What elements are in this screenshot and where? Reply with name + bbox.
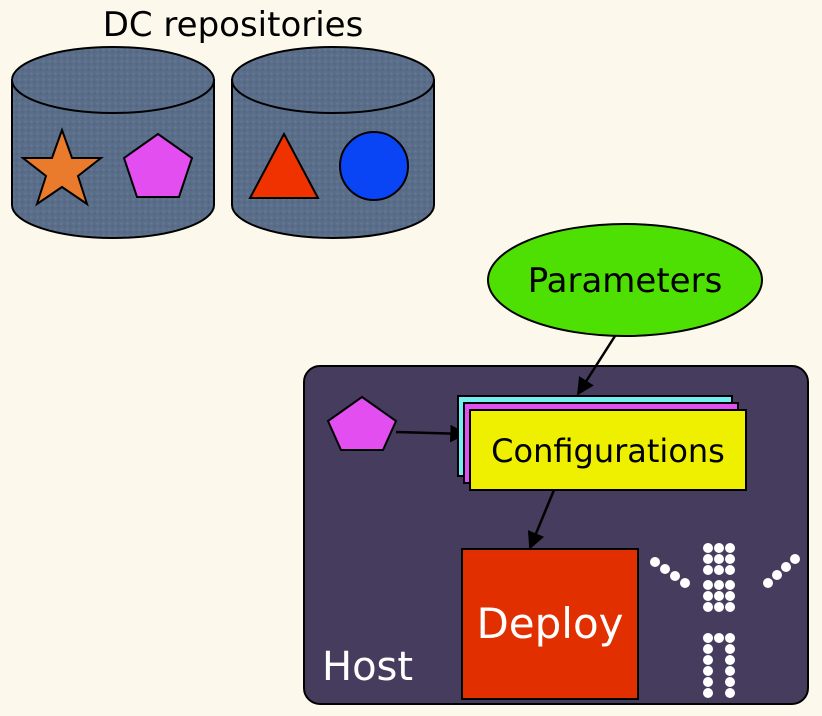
- robot-dot: [781, 562, 791, 572]
- robot-dot: [703, 565, 713, 575]
- robot-dot: [703, 543, 713, 553]
- robot-dot: [725, 688, 735, 698]
- robot-dot: [703, 580, 713, 590]
- robot-dot: [725, 677, 735, 687]
- robot-dot: [725, 580, 735, 590]
- robot-dot: [714, 591, 724, 601]
- robot-dot: [703, 655, 713, 665]
- configurations-stack: Configurations: [457, 395, 747, 491]
- arrow-configurations-to-deploy: [527, 489, 556, 550]
- robot-dot: [725, 666, 735, 676]
- triangle-icon: [248, 131, 320, 199]
- robot-dot: [714, 633, 724, 643]
- robot-dot: [714, 565, 724, 575]
- robot-dot: [772, 570, 782, 580]
- robot-dot: [763, 578, 773, 588]
- robot-dot: [703, 602, 713, 612]
- robot-dot: [670, 571, 680, 581]
- robot-dot: [725, 633, 735, 643]
- robot-dot: [714, 602, 724, 612]
- arrow-parameters-to-configurations: [576, 335, 617, 396]
- robot-dot: [725, 565, 735, 575]
- robot-dot: [725, 644, 735, 654]
- diagram-title: DC repositories: [103, 5, 364, 45]
- host-label: Host: [322, 644, 413, 690]
- robot-dots-icon: [650, 543, 800, 698]
- pentagon-icon: [122, 132, 194, 198]
- configurations-label: Configurations: [491, 432, 725, 470]
- robot-dot: [660, 564, 670, 574]
- robot-dot: [703, 591, 713, 601]
- parameters-node: Parameters: [487, 223, 763, 337]
- robot-dot: [703, 644, 713, 654]
- deploy-node: Deploy: [461, 548, 639, 700]
- robot-dot: [725, 602, 735, 612]
- robot-dot: [703, 633, 713, 643]
- robot-dot: [703, 554, 713, 564]
- robot-dot: [714, 580, 724, 590]
- robot-dot: [714, 543, 724, 553]
- repository-cylinder-2: [231, 46, 435, 239]
- robot-dot: [650, 557, 660, 567]
- star-icon: [20, 127, 104, 207]
- parameters-label: Parameters: [528, 261, 723, 301]
- robot-dot: [703, 688, 713, 698]
- robot-dot: [680, 578, 690, 588]
- robot-dot: [725, 655, 735, 665]
- robot-dot: [725, 543, 735, 553]
- robot-dot: [714, 554, 724, 564]
- robot-dot: [790, 554, 800, 564]
- circle-icon: [339, 131, 409, 201]
- robot-dot: [725, 591, 735, 601]
- robot-dot: [703, 677, 713, 687]
- robot-dot: [703, 666, 713, 676]
- pentagon-icon: [326, 395, 398, 451]
- arrow-pentagon-to-configurations: [395, 424, 468, 443]
- deploy-label: Deploy: [476, 599, 623, 648]
- robot-dot: [725, 554, 735, 564]
- repository-cylinder-1: [11, 46, 215, 239]
